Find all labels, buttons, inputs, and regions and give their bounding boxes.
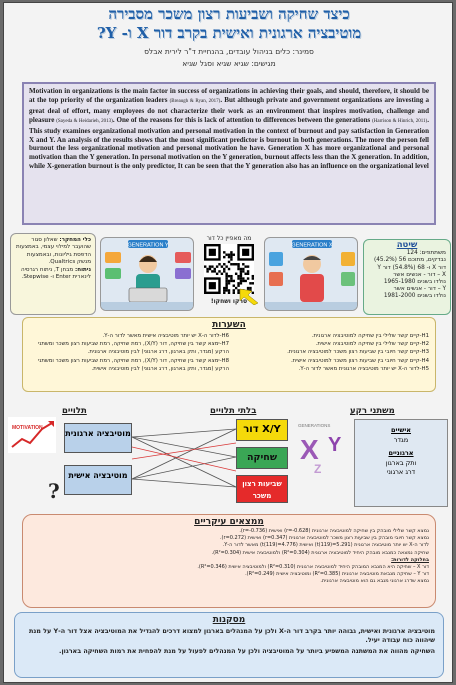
independent-title: בלתי תלויים	[210, 406, 257, 416]
motivation-image: MOTIVATION	[8, 417, 56, 453]
conclusions-title: מסקנות	[212, 615, 246, 625]
abstract-ref-2: (Sayeda & Heidarieh, 2013)	[56, 118, 113, 124]
hypothesis-item: H4-קיים קשר חיובי בין שביעות רצון משכר ל…	[290, 357, 429, 364]
finding-item: בחלוקה לדורות:	[391, 556, 429, 563]
qr-caption-bottom: סרקו ושחקו!	[210, 298, 248, 305]
independent-box-burnout: שחיקה	[236, 447, 288, 469]
gen-x-label: GENERATION X	[291, 243, 332, 249]
dependent-box-personal: מוטיבציה אישית	[64, 465, 132, 495]
abstract-ref-1: (Breaugh & Ryan, 2017)	[169, 98, 221, 104]
tools-text: שאלון סגור שהועבר למילוי עצמי, באמצעות ה…	[16, 237, 91, 266]
hypotheses-left-column: H6-לדור ה-X יש יותר מוטיבציה אישית מאשר …	[29, 332, 229, 373]
generations-image: GENERATIONS X Y Z	[294, 415, 354, 475]
background-item: אישיים	[391, 426, 411, 434]
qr-area: מה מאפיין כל דור סרקו ושחקו!	[198, 235, 260, 319]
hypotheses-box: השערות H1-קיים קשר שלילי בין שחיקה למוטי…	[22, 317, 436, 392]
method-box: שיטה משתתפים: 124 נבדקים, מתוכם 56 (45.2…	[363, 239, 451, 315]
finding-item: לדור ה-X יש יותר מוטיבציה ארגונית (t(119…	[222, 542, 429, 549]
abstract-box: Motivation in organizations is the main …	[22, 82, 436, 225]
title-block: כיצד שחיקה ושביעות רצון משכר מסבירה מוטי…	[10, 5, 448, 79]
findings-box: ממצאים עיקריים נמצא קשר שלילי מובהק בין …	[22, 514, 436, 608]
abstract-ref-3: (Harrison & Hinrich, 2011)	[372, 118, 428, 124]
method-title: שיטה	[396, 240, 418, 250]
background-title: משתני רקע	[350, 406, 395, 416]
background-variables-box: אישיים מגדר ארגוניים ותק בארגון דרג ארגו…	[354, 419, 448, 507]
method-line: Y – דור - אנשים אשר	[393, 286, 446, 293]
hypothesis-item: H7-ימצא קשר בין שחיקה, דור (X/Y), רמת שח…	[38, 341, 229, 356]
conclusion-item: מוטיבציה ארגונית ואישית, גבוהה יותר בקרב…	[29, 627, 435, 644]
background-item: דרג ארגוני	[386, 468, 416, 476]
findings-list: נמצא קשר שלילי מובהק בין שחיקה למוטיבציה…	[29, 528, 429, 586]
hypotheses-title: השערות	[212, 320, 246, 330]
generations-word: GENERATIONS	[298, 423, 330, 428]
analysis-text: מבחן T, ניתוח רגרסיה לינארית Enter ו- St…	[20, 266, 91, 281]
qr-code-icon[interactable]	[204, 244, 255, 295]
question-mark-icon: ?	[48, 479, 60, 503]
finding-item: דור X – שחיקה היא המנבא המובהק היחיד למו…	[197, 564, 429, 571]
method-line: נולדו בשנים 1965-1980	[383, 279, 446, 286]
hypothesis-item: H3-קיים קשר חיובי בין שביעות רצון משכר ל…	[287, 349, 429, 356]
finding-item: נמצא שדרג ארגוני מנבא גם הוא מוטיבציה אר…	[320, 578, 429, 585]
method-line: נולדו בשנים 1981-2000	[383, 293, 446, 300]
abstract-text-2: . But although private and government or…	[29, 95, 429, 124]
arrow-icon	[239, 288, 259, 305]
analysis-title: ניתוח:	[74, 266, 91, 273]
finding-item: נמצא קשר חיובי מובהק בין שביעות רצון משכ…	[219, 535, 429, 542]
qr-caption-top: מה מאפיין כל דור	[206, 235, 252, 242]
research-tools-box: כלי המחקר: שאלון סגור שהועבר למילוי עצמי…	[10, 233, 96, 315]
generation-x-illustration: GENERATION X	[265, 240, 357, 310]
seminar-line: סמינר: כלים בניהול עובדים, בהנחיית ד"ר ל…	[144, 47, 314, 56]
abstract-text-3: . One of the reasons for this is lack of…	[112, 115, 371, 124]
finding-item: שחיקה נמצאה כמנבא מובהק היחיד למוטיבציה …	[211, 549, 429, 556]
abstract-text-4: . This study examines organizational mot…	[29, 115, 429, 171]
method-line: דור X ו- 68 (54.8%) דור Y	[377, 264, 446, 271]
poster-title-line2: מוטיבציה ארגונית ואישית בקרב דור X ו- Y?	[96, 24, 362, 42]
y-letter-icon: Y	[328, 434, 342, 456]
independent-box-pay-satisfaction: שביעות רצון משכר	[236, 475, 288, 503]
findings-title: ממצאים עיקריים	[194, 517, 264, 527]
hypothesis-item: H8-ימצא קשר בין שחיקה, דור (X/Y), רמת שח…	[38, 357, 229, 372]
dependent-box-org: מוטיבציה ארגונית	[64, 423, 132, 453]
gen-y-label: GENERATION Y	[127, 243, 168, 249]
finding-item: נמצא קשר שלילי מובהק בין שחיקה למוטיבציה…	[239, 528, 429, 534]
presenters-line: מגישים: שגיא שגיא וסגל שגיא	[182, 59, 276, 68]
method-line: משתתפים: 124	[406, 250, 446, 257]
generation-y-image: GENERATION Y	[100, 237, 194, 311]
background-item: ארגוניים	[388, 449, 414, 457]
hypothesis-item: H1-קיים קשר שלילי בין שחיקה למוטיבציה אר…	[311, 333, 429, 339]
independent-box-generation: דור X/Y	[236, 419, 288, 441]
model-arrows	[132, 428, 236, 488]
poster: כיצד שחיקה ושביעות רצון משכר מסבירה מוטי…	[3, 2, 453, 683]
hypothesis-item: H6-לדור ה-X יש יותר מוטיבציה אישית מאשר …	[102, 333, 230, 339]
poster-title-line1: כיצד שחיקה ושביעות רצון משכר מסבירה	[108, 5, 350, 23]
x-letter-icon: X	[300, 434, 319, 465]
motivation-word: MOTIVATION	[12, 425, 43, 431]
conclusion-item: השחיקה מהווה את המשתנה המשפיע ביותר על ה…	[59, 647, 435, 655]
conclusions-box: מסקנות מוטיבציה ארגונית ואישית, גבוהה יו…	[14, 612, 444, 678]
method-line: X – דור - אנשים אשר	[393, 271, 446, 278]
abstract-text-1: Motivation in organizations is the main …	[29, 87, 429, 104]
generation-y-illustration: GENERATION Y	[101, 240, 193, 310]
background-item: מגדר	[393, 435, 409, 444]
hypothesis-item: H5-לדור ה-X יש יותר מוטיבציה ארגונית מאש…	[298, 365, 429, 372]
finding-item: דור Y – שחיקה מנבאת מוטיבציה ארגונית (R²…	[245, 571, 429, 578]
hypotheses-right-column: H1-קיים קשר שלילי בין שחיקה למוטיבציה אר…	[229, 332, 429, 373]
dependent-title: תלויים	[62, 406, 87, 416]
tools-title: כלי המחקר:	[59, 237, 91, 243]
background-item: ותק בארגון	[385, 458, 417, 467]
method-line: נבדקים, מתוכם 56 (45.2%)	[373, 257, 446, 264]
hypothesis-item: H2-קיים קשר שלילי בין שחיקה למוטיבציה אי…	[315, 341, 429, 348]
z-letter-icon: Z	[314, 462, 321, 475]
generation-x-image: GENERATION X	[264, 237, 358, 311]
